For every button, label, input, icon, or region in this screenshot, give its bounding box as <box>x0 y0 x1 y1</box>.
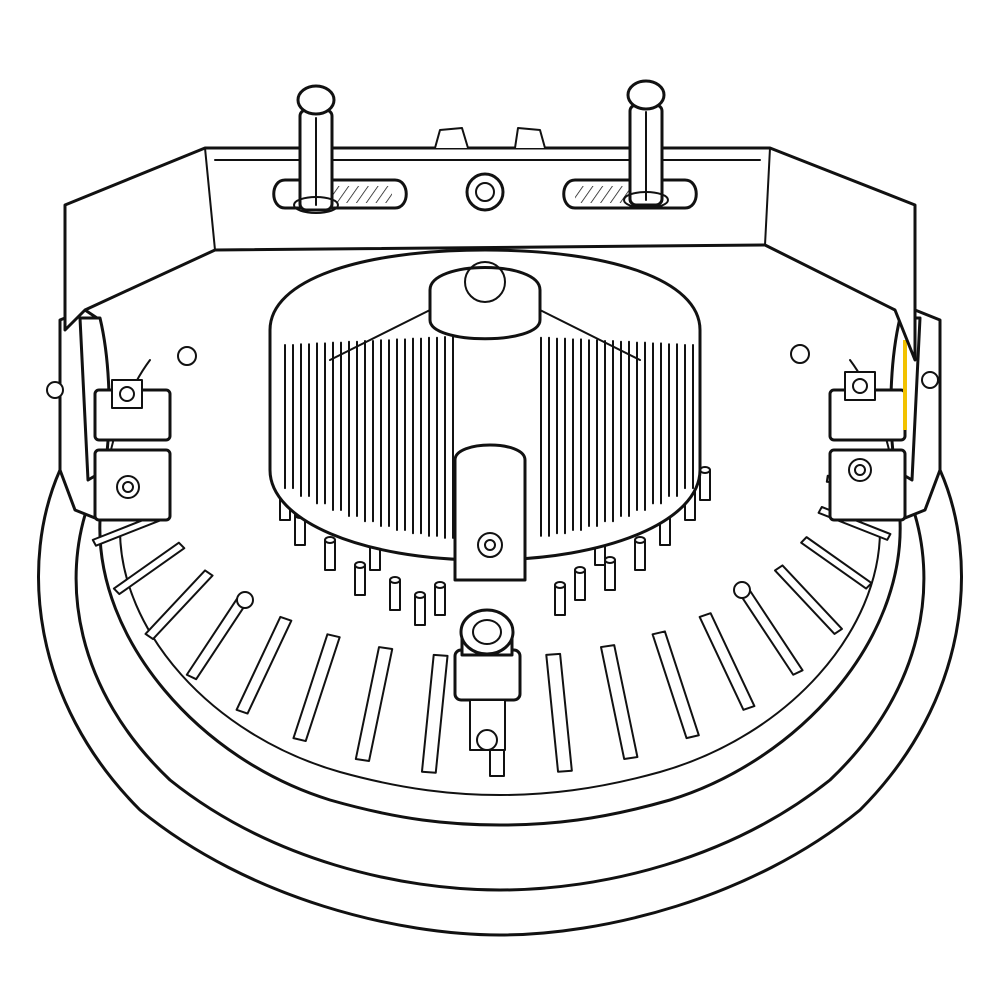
standoff-post <box>634 536 646 571</box>
radial-fin <box>292 633 341 743</box>
driver-fin <box>364 340 374 523</box>
standoff-post <box>574 566 586 601</box>
driver-heatsink <box>268 248 702 582</box>
radial-fin <box>739 590 804 676</box>
driver-fin <box>540 336 550 537</box>
bolt-heads <box>177 344 810 609</box>
driver-fin <box>572 338 582 531</box>
driver-fin <box>316 342 326 505</box>
mounting-pins <box>293 79 669 214</box>
side-bracket-right <box>828 308 942 522</box>
driver-fin <box>556 337 566 535</box>
outer-reflector-ring <box>37 468 963 937</box>
standoff-post <box>354 561 366 596</box>
radial-fin <box>599 644 639 760</box>
driver-fin <box>604 340 614 523</box>
radial-fin <box>800 536 873 590</box>
standoff-post <box>699 466 711 501</box>
driver-fin <box>636 341 646 512</box>
driver-fin <box>428 336 438 537</box>
radial-fin <box>651 630 700 740</box>
driver-fin <box>332 341 342 512</box>
side-bracket-left <box>46 308 172 522</box>
radial-fin <box>354 646 394 762</box>
radial-fin <box>235 615 293 715</box>
mounting-pin-right <box>623 79 669 209</box>
driver-fin <box>348 340 358 517</box>
driver-fin <box>300 343 310 498</box>
driver-fin <box>620 340 630 517</box>
driver-fin <box>684 344 694 490</box>
radial-fin <box>698 612 756 711</box>
radial-fin <box>144 569 214 641</box>
standoff-post <box>414 591 426 626</box>
driver-fin <box>412 337 422 535</box>
cable-gland <box>453 608 522 751</box>
standoff-post <box>324 536 336 571</box>
radial-fin <box>112 541 186 596</box>
standoff-post <box>554 581 566 616</box>
driver-fin <box>668 343 678 498</box>
driver-fin <box>396 338 406 531</box>
driver-fin <box>652 342 662 505</box>
driver-fin <box>284 344 294 490</box>
mounting-pin-left <box>293 84 339 214</box>
radial-fin <box>773 564 843 635</box>
driver-fin <box>588 339 598 527</box>
standoff-post <box>434 581 446 616</box>
radial-fin <box>185 594 250 681</box>
standoff-post <box>604 556 616 591</box>
standoff-post <box>389 576 401 611</box>
radial-fin <box>420 653 449 774</box>
radial-fin <box>545 652 573 773</box>
driver-fin <box>380 339 390 527</box>
driver-fin <box>444 336 454 539</box>
